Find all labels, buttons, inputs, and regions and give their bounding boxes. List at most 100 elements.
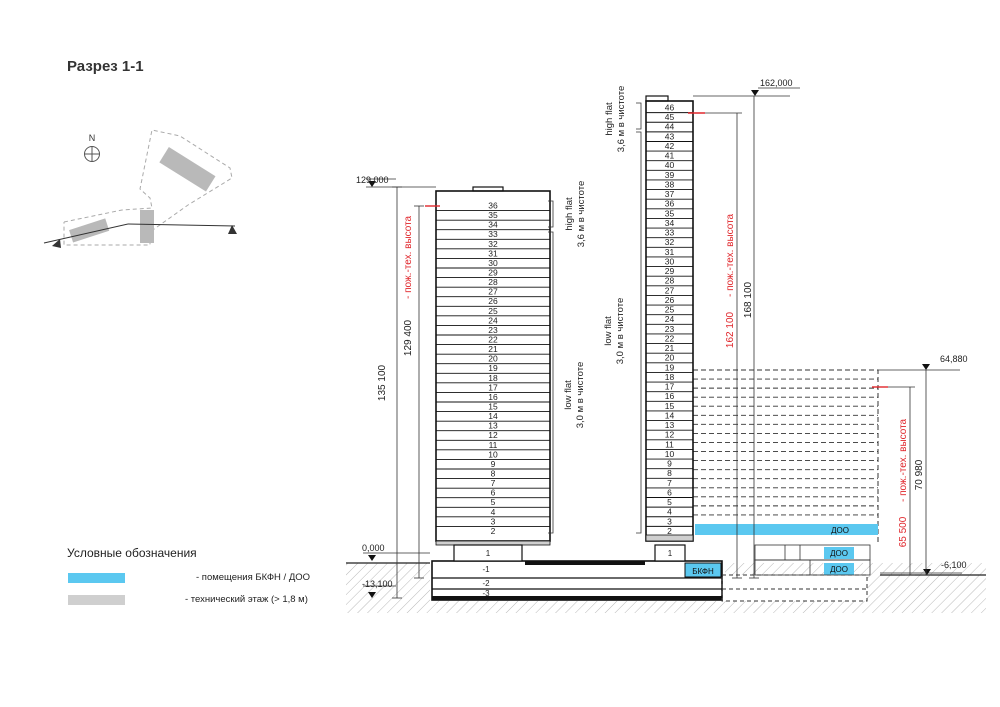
doo-label: ДОО (831, 526, 849, 535)
left-fire-height-value: 129 400 (403, 319, 414, 356)
floor-label: 23 (488, 325, 498, 335)
floor-label: 15 (488, 401, 498, 411)
floor-label: 37 (665, 189, 675, 199)
floor-label: 7 (491, 478, 496, 488)
floor-label: 39 (665, 170, 675, 180)
floor-label: 18 (488, 373, 498, 383)
page-title: Разрез 1-1 (67, 58, 144, 75)
level-mark-annex-top: 64,880 (940, 354, 968, 364)
floor-label: 4 (667, 507, 672, 517)
floor-label: 19 (665, 362, 675, 372)
floor-label: 33 (488, 229, 498, 239)
legend-label-tech-floor: - технический этаж (> 1,8 м) (185, 594, 308, 605)
legend-title: Условные обозначения (67, 546, 197, 560)
floor-label: 31 (665, 247, 675, 257)
annex-building: ДОО ДОО ДОО (693, 369, 879, 576)
floor-label: 36 (665, 199, 675, 209)
legend-label-bkfn: - помещения БКФН / ДОО (196, 572, 311, 583)
floor-label: 11 (489, 440, 498, 450)
floor-label: 23 (665, 324, 675, 334)
floor-label: 38 (665, 179, 675, 189)
compass-icon: N (84, 133, 100, 162)
key-plan-building (69, 218, 110, 243)
legend-swatch-bkfn (68, 573, 125, 583)
floor-label: 44 (665, 122, 675, 132)
floor-label: 2 (667, 526, 672, 536)
floor-label: 17 (488, 382, 498, 392)
floor-label: 29 (665, 266, 675, 276)
section-arrow-icon (52, 239, 61, 248)
floor-label: 25 (665, 305, 675, 315)
right-low-flat-line2: 3,0 м в чистоте (615, 298, 626, 365)
level-mark-right-top: 162,000 (760, 78, 793, 88)
bkfn-room (684, 562, 722, 578)
dimension-lines (392, 96, 931, 599)
floor-label: 30 (665, 256, 675, 266)
floor-label: 26 (665, 295, 675, 305)
doo-room (824, 563, 854, 575)
floor-label: 7 (667, 478, 672, 488)
key-plan: N (43, 129, 237, 248)
level-mark-left-bottom: -13,100 (362, 579, 393, 589)
key-plan-building (159, 147, 216, 192)
section-arrow-icon (228, 225, 237, 234)
floor-label: 6 (667, 487, 672, 497)
floor-label: 20 (488, 354, 498, 364)
floor-label: 14 (488, 411, 498, 421)
right-low-flat-line1: low flat (603, 316, 614, 346)
floor-label: 12 (665, 430, 675, 440)
doo-label: ДОО (830, 565, 848, 574)
floor-label: 22 (488, 334, 498, 344)
left-low-flat-line2: 3,0 м в чистоте (575, 362, 586, 429)
floor-label: 5 (491, 497, 496, 507)
floor-label: 43 (665, 131, 675, 141)
floor-label: 41 (665, 151, 675, 161)
floor-label: 6 (491, 488, 496, 498)
floor-label: 9 (667, 459, 672, 469)
floor-label: 45 (665, 112, 675, 122)
floor-label: 12 (488, 430, 498, 440)
left-low-flat-line1: low flat (563, 380, 574, 410)
floor-label: 28 (665, 276, 675, 286)
floor-label: 8 (667, 468, 672, 478)
annex-fire-height-value: 65 500 (898, 516, 909, 547)
floor-label: 29 (488, 267, 498, 277)
floor-label: 28 (488, 277, 498, 287)
floor-label: 17 (665, 382, 675, 392)
floor-label: 27 (665, 285, 675, 295)
floor-label: 40 (665, 160, 675, 170)
floor-label: 32 (665, 237, 675, 247)
floor-label: 8 (491, 468, 496, 478)
level-marks: 129,000 0,000 -13,100 162,000 64,880 -6,… (356, 78, 968, 598)
podium-floor-label: -3 (482, 589, 490, 598)
legend-swatch-tech-floor (68, 595, 125, 605)
floor-label: 9 (491, 459, 496, 469)
compass-north-label: N (89, 133, 96, 143)
left-fire-height-note: - пож.-тех. высота (403, 215, 414, 299)
floor-label: 35 (665, 208, 675, 218)
floor-label: 34 (488, 220, 498, 230)
podium-floor-label: -1 (482, 565, 490, 574)
floor-label: 35 (488, 210, 498, 220)
floor-label: 18 (665, 372, 675, 382)
floor-label: 1 (668, 549, 673, 558)
podium-floor-label: -2 (482, 579, 490, 588)
left-tower: 3635343332313029282726252423222120191817… (425, 186, 551, 562)
right-fire-height-value: 162 100 (725, 311, 736, 348)
floor-label: 13 (488, 421, 498, 431)
floor-label: 34 (665, 218, 675, 228)
floor-label: 22 (665, 333, 675, 343)
floor-label: 31 (488, 248, 498, 258)
dimension-texts: 135 100 129 400 - пож.-тех. высота high … (377, 86, 925, 548)
right-high-flat-line1: high flat (604, 102, 615, 136)
floor-label: 32 (488, 239, 498, 249)
doo-label: ДОО (830, 549, 848, 558)
floor-label: 25 (488, 306, 498, 316)
floor-label: 15 (665, 401, 675, 411)
floor-label: 21 (665, 343, 675, 353)
floor-label: 33 (665, 228, 675, 238)
floor-label: 19 (488, 363, 498, 373)
left-total-height: 135 100 (377, 364, 388, 401)
floor-label: 24 (488, 315, 498, 325)
